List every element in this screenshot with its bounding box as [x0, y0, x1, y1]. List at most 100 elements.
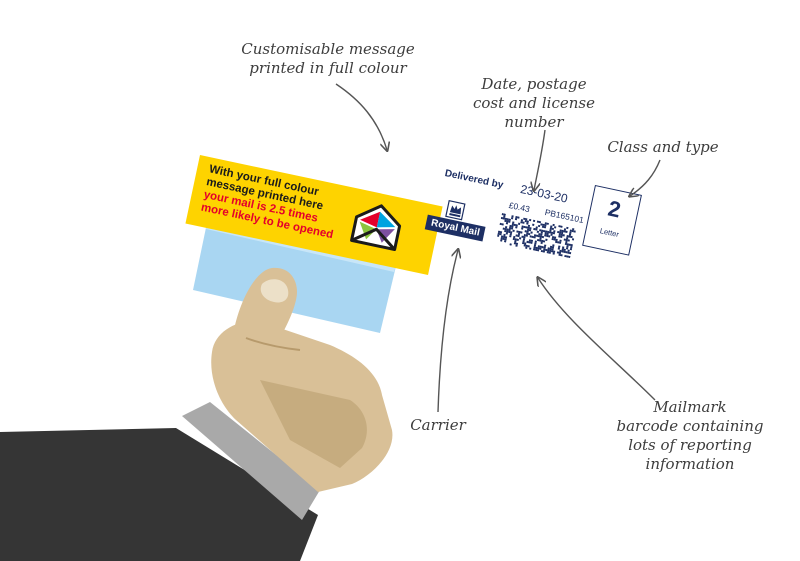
- barcode-module: [513, 242, 517, 245]
- barcode-module: [548, 251, 551, 254]
- message-banner: With your full colour message printed he…: [185, 155, 443, 276]
- barcode-module: [510, 227, 514, 230]
- barcode-module: [552, 250, 556, 253]
- barcode-module: [522, 239, 525, 243]
- barcode-module: [551, 246, 555, 249]
- barcode-module: [543, 246, 546, 249]
- barcode-module: [542, 250, 546, 253]
- barcode-module: [501, 213, 504, 216]
- barcode-module: [556, 241, 560, 244]
- callout-message: Customisable message printed in full col…: [238, 40, 418, 78]
- barcode-module: [552, 252, 555, 255]
- barcode-module: [551, 237, 554, 241]
- barcode-module: [515, 242, 519, 245]
- barcode-module: [529, 247, 532, 250]
- barcode-module: [564, 242, 568, 246]
- barcode-module: [513, 223, 516, 227]
- barcode-module: [565, 240, 568, 244]
- barcode-module: [571, 229, 574, 233]
- barcode-module: [546, 251, 549, 254]
- barcode-module: [544, 222, 547, 225]
- barcode-module: [534, 242, 537, 245]
- barcode-module: [511, 223, 515, 226]
- barcode-module: [512, 229, 515, 232]
- callout-carrier-line-1: Carrier: [410, 416, 466, 434]
- barcode-module: [511, 215, 514, 218]
- barcode-module: [566, 243, 570, 246]
- barcode-module: [529, 227, 532, 230]
- callout-mailmark-line-3: lots of reporting: [628, 436, 752, 454]
- barcode-module: [542, 223, 545, 227]
- barcode-module: [497, 232, 500, 235]
- barcode-module: [525, 226, 528, 229]
- barcode-module: [532, 223, 535, 226]
- crown-icon: [445, 199, 466, 221]
- barcode-module: [517, 222, 521, 225]
- barcode-module: [558, 225, 561, 228]
- barcode-module: [502, 235, 506, 239]
- barcode-module: [538, 239, 542, 242]
- barcode-module: [527, 224, 531, 228]
- barcode-module: [561, 250, 564, 253]
- barcode-module: [566, 255, 569, 258]
- callout-message-line-1: Customisable message: [241, 40, 415, 58]
- barcode-module: [551, 227, 554, 231]
- barcode-module: [499, 222, 502, 226]
- barcode-module: [517, 234, 520, 238]
- barcode-module: [523, 217, 526, 220]
- barcode-module: [535, 234, 539, 237]
- barcode-module: [537, 247, 540, 250]
- barcode-module: [541, 225, 545, 229]
- barcode-module: [558, 241, 562, 244]
- barcode-module: [503, 233, 506, 237]
- barcode-module: [539, 247, 542, 250]
- barcode-module: [537, 224, 541, 228]
- barcode-module: [515, 226, 518, 229]
- barcode-module: [509, 231, 513, 234]
- barcode-module: [567, 249, 570, 252]
- barcode-module: [530, 239, 534, 243]
- barcode-module: [543, 244, 547, 247]
- arrow-date: [534, 129, 546, 190]
- barcode-module: [520, 219, 524, 222]
- barcode-module: [547, 247, 550, 250]
- barcode-module: [558, 253, 561, 257]
- barcode-module: [548, 231, 552, 234]
- callout-date: Date, postage cost and license number: [462, 75, 606, 132]
- barcode-module: [523, 242, 527, 245]
- barcode-module: [559, 229, 562, 232]
- barcode-module: [540, 231, 543, 234]
- barcode-module: [500, 235, 504, 238]
- barcode-module: [524, 219, 528, 223]
- barcode-module: [515, 215, 518, 219]
- barcode-module: [528, 218, 532, 222]
- callout-mailmark-line-4: information: [645, 455, 735, 473]
- callout-class-line-1: Class and type: [607, 138, 719, 156]
- barcode-module: [539, 229, 542, 232]
- barcode-module: [500, 237, 503, 240]
- barcode-module: [502, 217, 506, 220]
- barcode-module: [504, 227, 507, 231]
- barcode-module: [544, 230, 548, 233]
- barcode-module: [533, 236, 536, 239]
- barcode-module: [557, 230, 560, 234]
- barcode-module: [508, 226, 512, 230]
- thumb-nail: [260, 279, 289, 303]
- barcode-module: [569, 229, 573, 232]
- barcode-module: [559, 231, 562, 234]
- barcode-module: [540, 223, 543, 226]
- barcode-module: [503, 215, 506, 218]
- barcode-module: [526, 222, 529, 225]
- barcode-module: [527, 226, 530, 230]
- barcode-module: [504, 238, 507, 241]
- barcode-module: [523, 244, 526, 247]
- barcode-module: [543, 226, 547, 229]
- barcode-module: [566, 234, 569, 238]
- barcode-module: [541, 235, 545, 239]
- barcode-module: [508, 230, 511, 234]
- barcode-module: [534, 240, 537, 243]
- barcode-module: [535, 226, 538, 229]
- barcode-module: [553, 236, 557, 239]
- barcode-module: [501, 223, 504, 226]
- callout-mailmark-line-1: Mailmark: [653, 398, 727, 416]
